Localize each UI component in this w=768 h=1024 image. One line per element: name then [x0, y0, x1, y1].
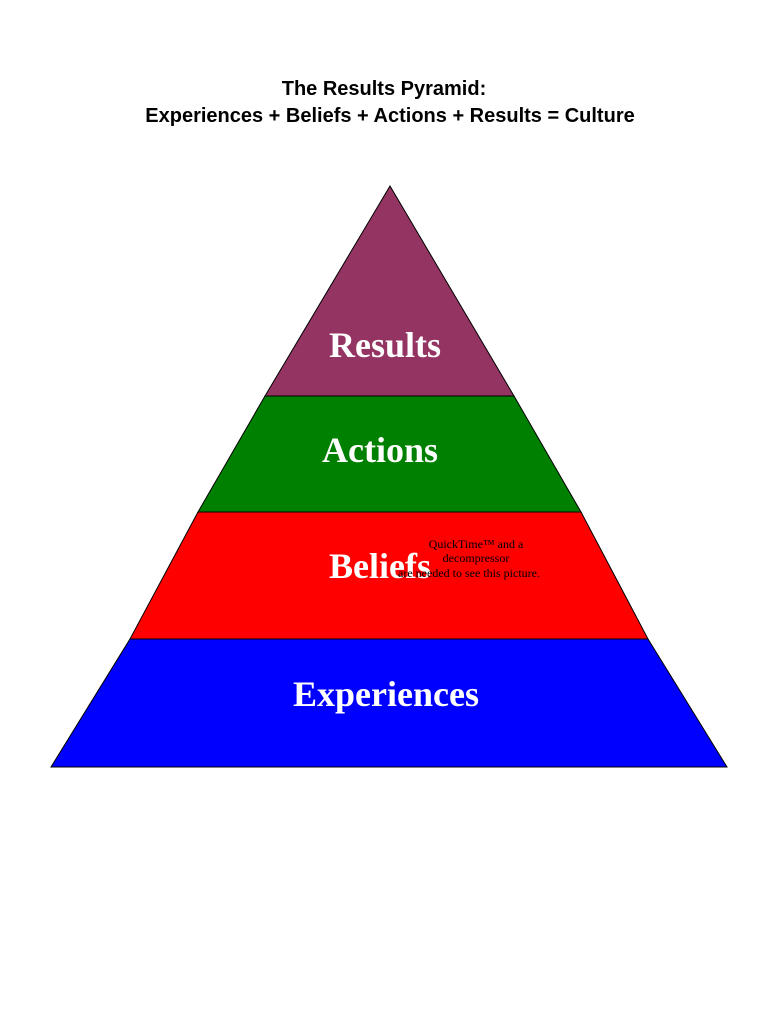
quicktime-placeholder-line-2: decompressor [443, 551, 510, 565]
tier-label-experiences: Experiences [293, 674, 479, 714]
quicktime-placeholder-line-1: QuickTime™ and a [429, 537, 524, 551]
pyramid-tier-experiences [50, 638, 728, 768]
diagram-title-line-1: The Results Pyramid: [281, 78, 487, 100]
diagram-title-line-2: Experiences + Beliefs + Actions + Result… [145, 105, 635, 127]
quicktime-placeholder-line-3: are needed to see this picture. [398, 566, 540, 580]
tier-label-beliefs: Beliefs [329, 546, 431, 586]
tier-label-results: Results [329, 325, 441, 365]
tier-label-actions: Actions [322, 430, 438, 470]
